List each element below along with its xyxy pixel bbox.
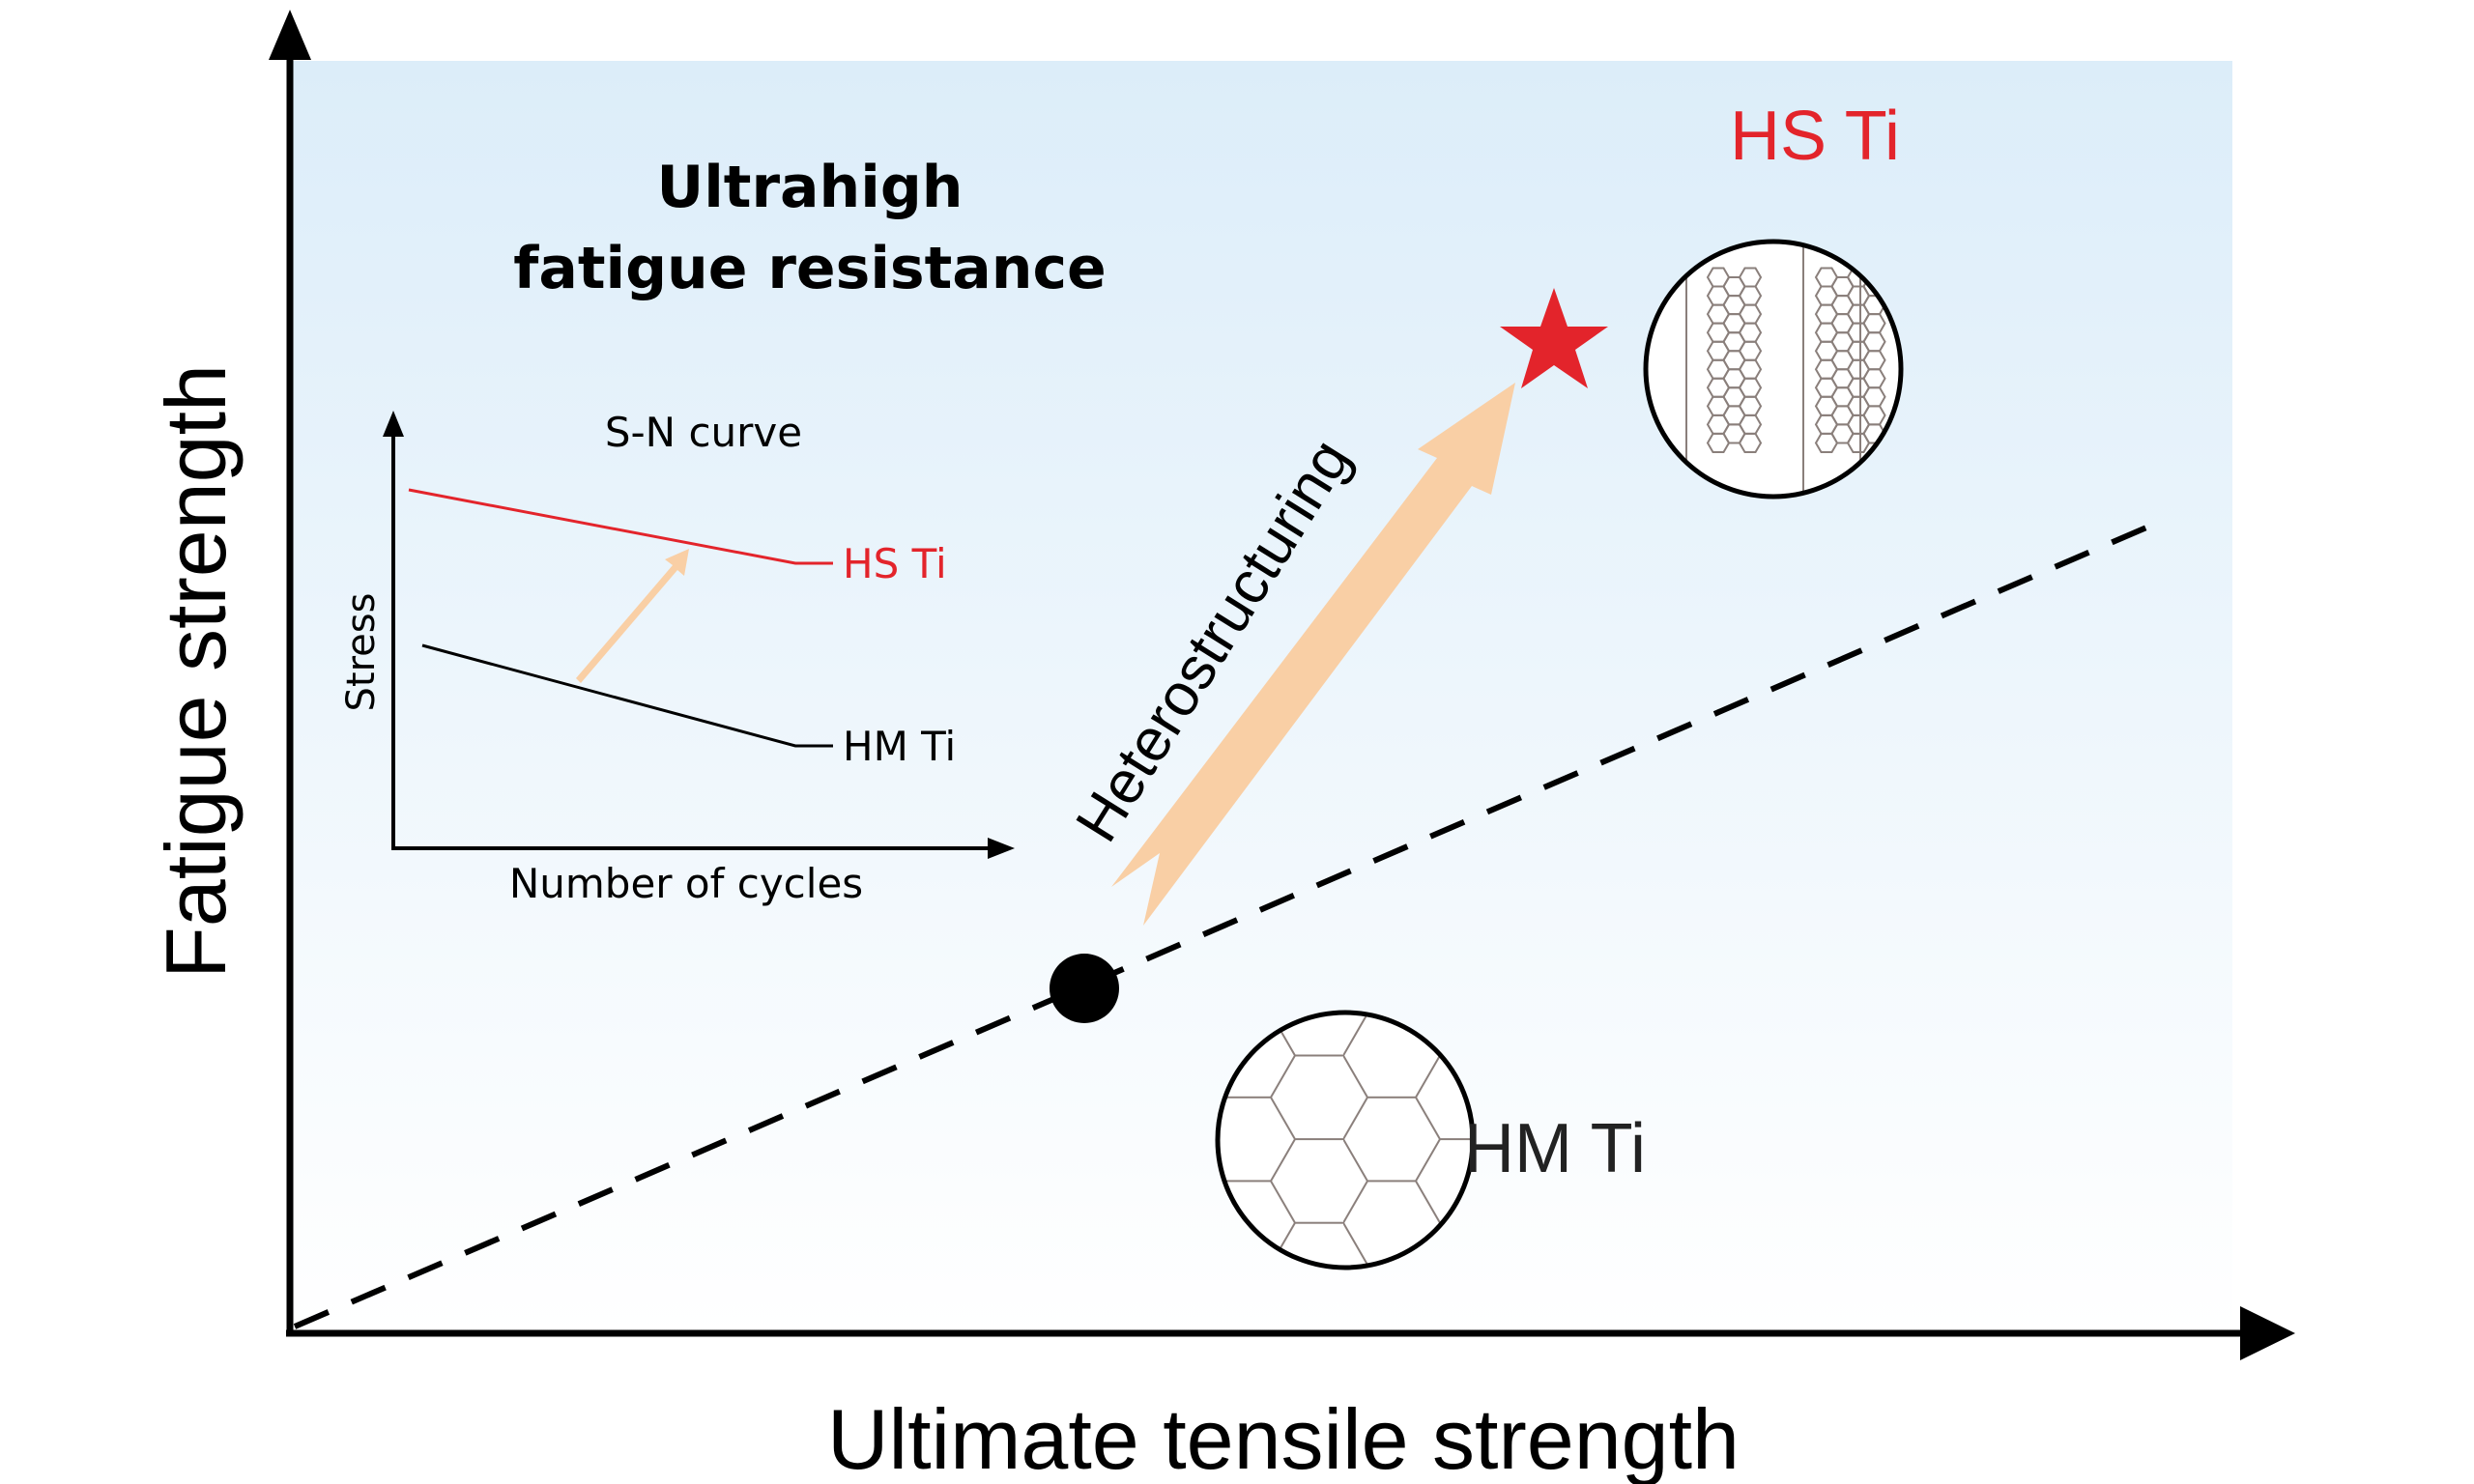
hs-microstructure-circle — [1643, 239, 1904, 499]
hs-ti-star — [1500, 288, 1608, 388]
inset-hs-label: HS Ti — [843, 540, 947, 587]
heterostructuring-arrow — [1111, 383, 1515, 926]
x-axis-arrowhead — [2240, 1306, 2295, 1360]
inset-hs-curve — [408, 488, 833, 565]
y-axis-arrowhead — [269, 10, 311, 60]
inset-x-arrowhead — [988, 838, 1015, 859]
sn-curve-inset: S-N curve Number of cycles Stress HS Ti … — [339, 409, 1015, 907]
inset-x-label: Number of cycles — [509, 860, 863, 907]
headline-line-2: fatigue resistance — [513, 235, 1107, 302]
inset-hm-curve — [421, 643, 833, 748]
hm-ti-label: HM Ti — [1464, 1110, 1646, 1187]
inset-y-arrowhead — [383, 411, 404, 437]
x-axis-label: Ultimate tensile strength — [827, 1391, 1740, 1484]
y-axis-label: Fatigue strength — [148, 364, 244, 979]
inset-title: S-N curve — [605, 409, 802, 456]
inset-hm-label: HM Ti — [843, 723, 956, 770]
dashed-trend-line — [293, 522, 2155, 1329]
hm-ti-dot — [1050, 954, 1119, 1023]
hm-microstructure-circle — [1215, 1010, 1476, 1270]
inset-shift-arrow — [576, 549, 689, 683]
main-axes — [286, 53, 2252, 1337]
headline-line-1: Ultrahigh — [657, 154, 964, 221]
hs-ti-label: HS Ti — [1730, 98, 1900, 175]
inset-y-label: Stress — [339, 593, 384, 712]
